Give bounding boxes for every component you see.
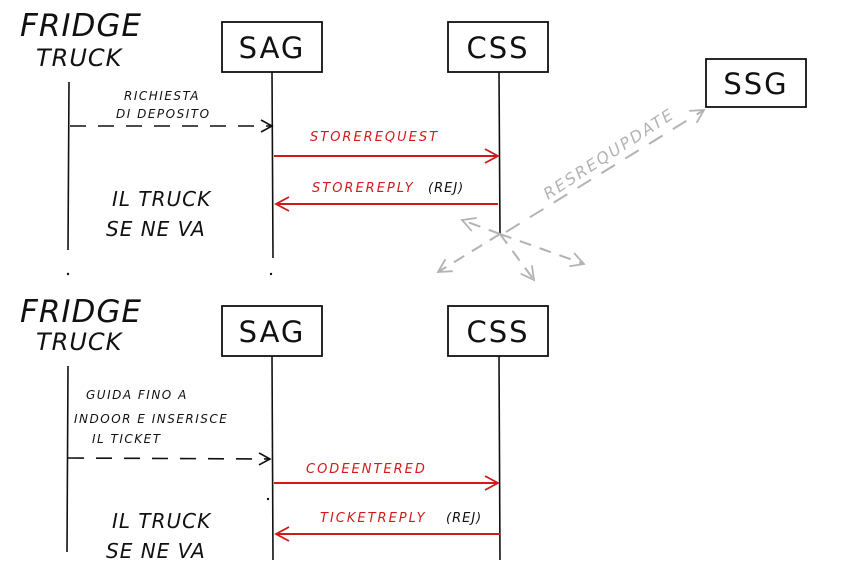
css-lifeline — [498, 71, 501, 236]
actor-fridge-truck-title-line1: FRIDGE — [20, 8, 142, 44]
ssg-box — [705, 58, 807, 108]
sag-box-label: SAG — [239, 315, 306, 349]
note-leave-line2: SE NE VA — [106, 217, 206, 241]
actor-fridge-truck-title-line1: FRIDGE — [20, 294, 142, 330]
note-request-line1: RICHIESTA — [124, 89, 200, 103]
actor-fridge-truck-title-line2: TRUCK — [36, 328, 124, 356]
note-request-line2: DI DEPOSITO — [116, 107, 211, 121]
fridge-truck-lifeline — [66, 365, 69, 553]
diagram-1: FRIDGE TRUCK SAG CSS SSG RICHIESTA DI DE… — [20, 8, 807, 282]
msg-code-entered-label: CODEENTERED — [306, 462, 427, 477]
note-drive-line1: GUIDA FINO A — [86, 388, 188, 402]
drive-dashed-arrow — [67, 452, 272, 466]
msg-ticket-reply-label: TICKETREPLY — [320, 511, 427, 526]
fridge-truck-lifeline — [67, 81, 70, 251]
css-box-label: CSS — [466, 315, 529, 349]
broadcast-fan — [436, 217, 586, 282]
fan-arrow-down — [499, 233, 536, 282]
fan-arrow-down-right — [499, 233, 586, 268]
msg-store-reply-tag: (REJ) — [428, 181, 464, 196]
lifeline-dot — [66, 272, 70, 276]
css-box — [447, 21, 549, 73]
actor-fridge-truck-title-line2: TRUCK — [36, 44, 124, 72]
note-drive-line3: IL TICKET — [92, 432, 162, 446]
ssg-box-label: SSG — [723, 67, 788, 101]
msg-store-reply-label: STOREREPLY — [312, 181, 415, 196]
msg-ticket-reply-tag: (REJ) — [446, 511, 482, 526]
note-drive-line2: INDOOR E INSERISCE — [74, 412, 228, 426]
note-leave-line1: IL TRUCK — [112, 509, 212, 533]
css-lifeline — [498, 355, 501, 561]
sag-lifeline — [271, 355, 274, 561]
lifeline-dot — [266, 497, 270, 501]
lifeline-dot — [269, 272, 273, 276]
sag-box — [221, 21, 323, 73]
msg-store-request-label: STOREREQUEST — [310, 130, 439, 145]
res-update-dashed-arrow — [505, 109, 706, 233]
note-leave-line1: IL TRUCK — [112, 187, 212, 211]
fan-arrow-down-left — [436, 233, 501, 273]
diagram-2: FRIDGE TRUCK SAG CSS GUIDA FINO A INDOOR… — [20, 294, 549, 563]
fan-arrow-up-left — [460, 217, 501, 235]
msg-res-update-label: RESREQUPDATE — [540, 104, 678, 203]
sag-lifeline — [271, 71, 274, 259]
note-leave-line2: SE NE VA — [106, 539, 206, 563]
sag-box-label: SAG — [239, 31, 306, 65]
css-box — [447, 305, 549, 357]
css-box-label: CSS — [466, 31, 529, 65]
